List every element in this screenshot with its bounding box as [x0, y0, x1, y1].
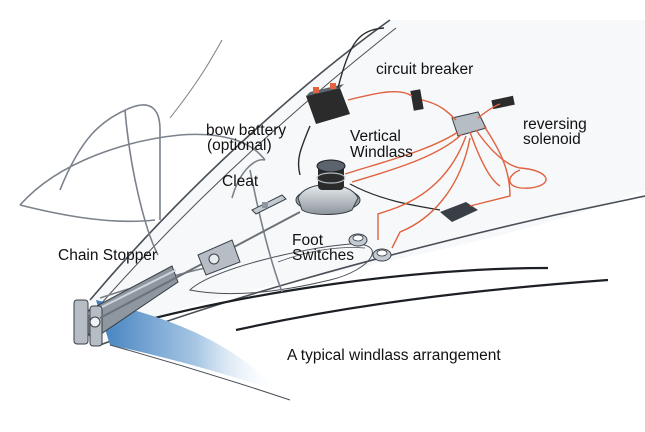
label-foot-switches-line1: Foot [292, 232, 324, 249]
label-vertical-windlass-line2: Windlass [350, 144, 413, 161]
foot-switch-pair [348, 233, 392, 262]
battery-cable [337, 27, 385, 89]
label-cleat: Cleat [222, 173, 259, 190]
label-reversing-solenoid-line1: reversing [523, 116, 587, 133]
control-switch [440, 202, 478, 222]
label-vertical-windlass-line1: Vertical [350, 128, 401, 145]
label-foot-switches-line2: Switches [292, 247, 355, 264]
circuit-breaker [410, 89, 424, 111]
bow-battery [306, 83, 350, 124]
switch-cable [349, 183, 441, 211]
deck-lines [188, 243, 373, 295]
hull [89, 19, 645, 401]
cleat [251, 194, 287, 215]
label-chain-stopper: Chain Stopper [58, 247, 158, 264]
wiring [344, 91, 547, 249]
chain-stopper [197, 239, 241, 276]
label-reversing-solenoid-line2: solenoid [523, 131, 581, 148]
battery-lead [297, 125, 311, 176]
label-bow-battery-line2: (optional) [207, 137, 272, 154]
label-bow-battery-line1: bow battery [206, 122, 287, 139]
anchor-chain [99, 211, 301, 319]
label-circuit-breaker: circuit breaker [376, 61, 474, 78]
vertical-windlass [295, 159, 361, 215]
diagram-caption: A typical windlass arrangement [287, 347, 501, 364]
